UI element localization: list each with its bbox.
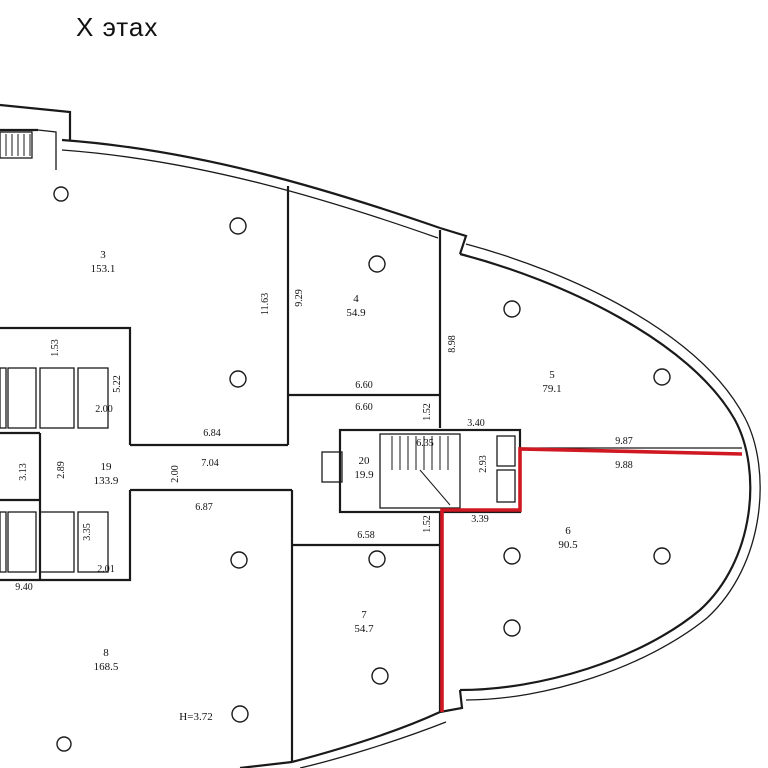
column [653, 547, 671, 565]
room-labels: 3 153.1 4 54.9 5 79.1 6 90.5 7 54.7 8 16… [91, 249, 579, 723]
dim-6-60-b: 6.60 [355, 402, 373, 413]
column [503, 619, 521, 637]
column [503, 300, 521, 318]
ceiling-height: H=3.72 [179, 711, 212, 723]
room-7-number: 7 [361, 609, 367, 621]
dim-3-35: 3.35 [82, 523, 93, 541]
dim-9-29: 9.29 [294, 289, 305, 307]
room-8-area: 168.5 [94, 661, 119, 673]
dim-1-53: 1.53 [50, 339, 61, 357]
room-4-area: 54.9 [346, 307, 366, 319]
column [653, 368, 671, 386]
dimension-labels: 11.63 9.29 8.98 6.60 6.60 1.52 3.40 6.84… [15, 289, 633, 593]
dim-2-93: 2.93 [478, 455, 489, 473]
column [371, 667, 389, 685]
room-8-number: 8 [103, 647, 109, 659]
room-7-area: 54.7 [354, 623, 374, 635]
room-4-number: 4 [353, 293, 359, 305]
room-19-area: 133.9 [94, 475, 119, 487]
dim-3-40: 3.40 [467, 418, 485, 429]
dim-6-87: 6.87 [195, 502, 213, 513]
dim-3-39: 3.39 [471, 514, 489, 525]
dim-9-40: 9.40 [15, 582, 33, 593]
elevator-bank [0, 367, 109, 573]
room-20-number: 20 [359, 455, 371, 467]
column [53, 186, 69, 202]
floor-title: X этах [76, 12, 158, 42]
dim-7-04: 7.04 [201, 458, 219, 469]
room-3-number: 3 [100, 249, 106, 261]
room-20-area: 19.9 [354, 469, 374, 481]
outer-walls [0, 103, 761, 768]
dim-2-00-a: 2.00 [95, 404, 113, 415]
room-5-area: 79.1 [542, 383, 561, 395]
dim-6-60-a: 6.60 [355, 380, 373, 391]
column [368, 255, 386, 273]
dim-2-01: 2.01 [97, 564, 115, 575]
column [368, 550, 386, 568]
column [229, 217, 247, 235]
column [56, 736, 72, 752]
dim-1-52-b: 1.52 [422, 515, 433, 533]
room-19-number: 19 [101, 461, 113, 473]
column [231, 705, 249, 723]
dim-2-00-b: 2.00 [170, 465, 181, 483]
dim-6-35: 6.35 [416, 438, 434, 449]
dim-6-58: 6.58 [357, 530, 375, 541]
dim-5-22: 5.22 [112, 375, 123, 393]
column [229, 370, 247, 388]
column [503, 547, 521, 565]
stair-stub-top-left [0, 129, 57, 170]
column [230, 551, 248, 569]
dim-11-63: 11.63 [260, 293, 271, 315]
dim-8-98: 8.98 [447, 335, 458, 353]
dim-1-52-a: 1.52 [422, 403, 433, 421]
dim-9-87: 9.87 [615, 436, 633, 447]
dim-6-84: 6.84 [203, 428, 221, 439]
room-6-area: 90.5 [558, 539, 578, 551]
columns [53, 186, 671, 752]
room-6-number: 6 [565, 525, 571, 537]
room-3-area: 153.1 [91, 263, 116, 275]
highlighted-boundary [440, 447, 743, 712]
room-5-number: 5 [549, 369, 555, 381]
dim-9-88: 9.88 [615, 460, 633, 471]
stair-steps [391, 436, 451, 506]
dim-3-13: 3.13 [18, 463, 29, 481]
dim-2-89: 2.89 [56, 461, 67, 479]
